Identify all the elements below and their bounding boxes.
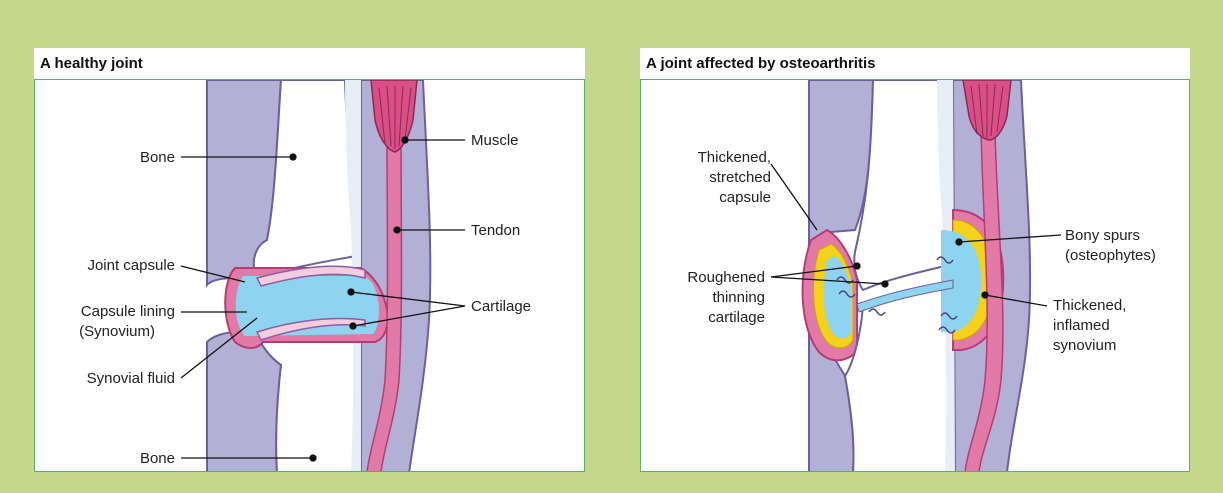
- label-muscle: Muscle: [471, 132, 519, 149]
- label-capsule-lining-synovium: (Synovium): [79, 323, 155, 340]
- label-stretched: stretched: [709, 169, 771, 186]
- label-roughened: Roughened: [687, 269, 765, 286]
- osteoarthritis-svg: Thickened, stretched capsule Roughened t…: [641, 80, 1190, 472]
- label-inflamed: inflamed: [1053, 317, 1110, 334]
- label-synovial-fluid: Synovial fluid: [87, 370, 175, 387]
- label-osteophytes: (osteophytes): [1065, 247, 1156, 264]
- label-cartilage: Cartilage: [471, 298, 531, 315]
- label-thickened-capsule: Thickened,: [698, 149, 771, 166]
- label-capsule-lining: Capsule lining: [81, 303, 175, 320]
- healthy-joint-panel: A healthy joint: [34, 48, 585, 472]
- label-capsule: capsule: [719, 189, 771, 206]
- label-synovium: synovium: [1053, 337, 1116, 354]
- label-bony-spurs: Bony spurs: [1065, 227, 1140, 244]
- label-tendon: Tendon: [471, 222, 520, 239]
- label-bone-bottom: Bone: [140, 450, 175, 467]
- label-joint-capsule: Joint capsule: [87, 257, 175, 274]
- healthy-joint-illustration: Bone Joint capsule Capsule lining (Synov…: [34, 79, 585, 472]
- healthy-joint-svg: Bone Joint capsule Capsule lining (Synov…: [35, 80, 585, 472]
- healthy-joint-title: A healthy joint: [34, 48, 585, 79]
- label-thinning: thinning: [712, 289, 765, 306]
- label-bone-top: Bone: [140, 149, 175, 166]
- osteoarthritis-illustration: Thickened, stretched capsule Roughened t…: [640, 79, 1190, 472]
- osteoarthritis-panel: A joint affected by osteoarthritis: [640, 48, 1190, 472]
- label-cartilage-oa: cartilage: [708, 309, 765, 326]
- oa-lower-bone-end: [845, 286, 955, 472]
- osteoarthritis-title: A joint affected by osteoarthritis: [640, 48, 1190, 79]
- label-thickened-synovium: Thickened,: [1053, 297, 1126, 314]
